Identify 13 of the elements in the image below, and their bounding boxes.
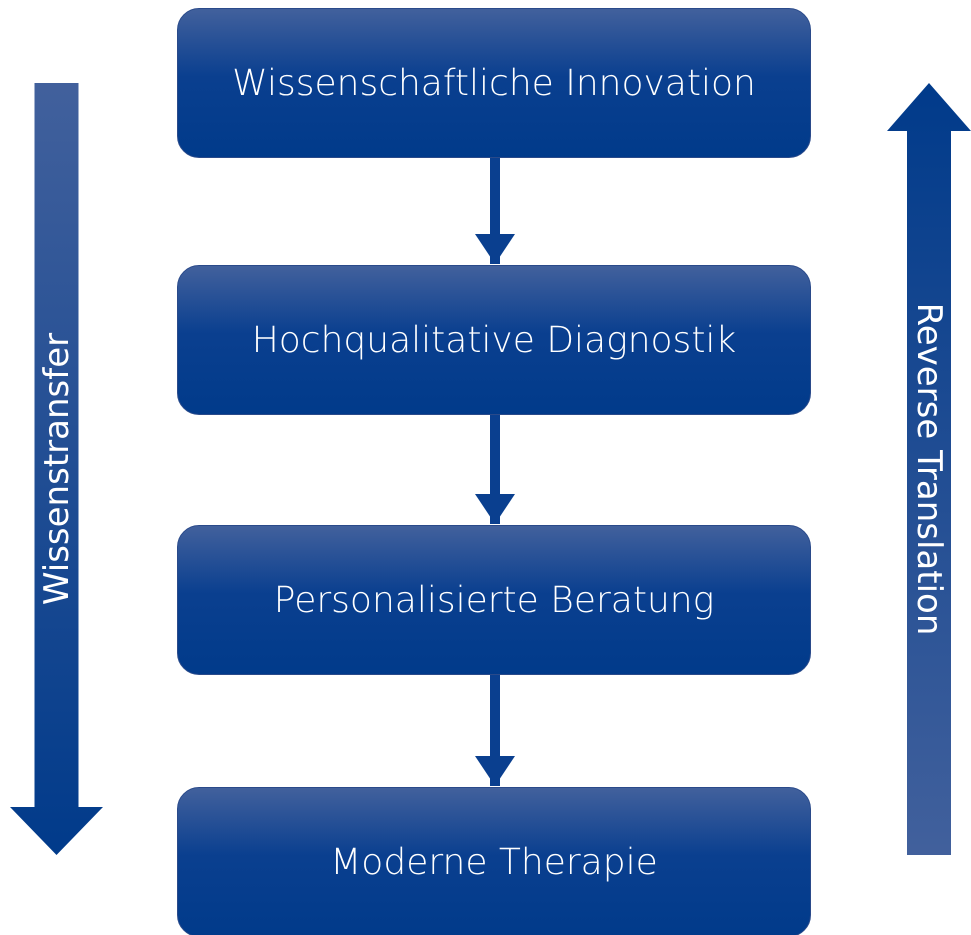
arrow-label: Wissenstransfer: [36, 332, 76, 606]
box-label: Personalisierte Beratung: [274, 580, 714, 620]
process-box: [177, 265, 811, 415]
process-box: [177, 8, 811, 158]
arrow: [475, 158, 515, 264]
process-box: [177, 525, 811, 675]
box-label: Moderne Therapie: [330, 842, 658, 882]
arrow-label: Reverse Translation: [909, 302, 949, 636]
process-box: [177, 787, 811, 935]
arrow: [475, 415, 515, 524]
box-label: Hochqualitative Diagnostik: [252, 320, 736, 360]
arrow: [475, 675, 515, 786]
box-label: Wissenschaftliche Innovation: [232, 62, 756, 104]
